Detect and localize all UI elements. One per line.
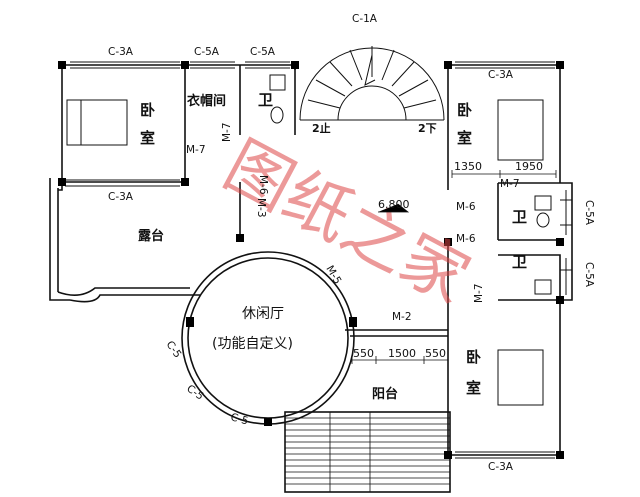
code-c3a-ne: C-3A [488, 69, 514, 81]
code-m6-vert: M-6 [257, 175, 269, 195]
code-m3: M-3 [255, 198, 267, 218]
code-m2: M-2 [392, 311, 412, 323]
bath-e2-label: 卫 [512, 253, 527, 271]
bedroom-nw-label-1: 卧 [140, 101, 155, 119]
spiral-stair [299, 46, 445, 121]
code-c5a-e2: C-5A [583, 262, 595, 288]
furniture [66, 74, 552, 406]
walls [49, 64, 573, 493]
windows [65, 61, 573, 459]
code-m6-e2: M-6 [456, 233, 476, 245]
code-m7-e: M-7 [500, 178, 520, 190]
cloakroom-label: 衣帽间 [187, 93, 226, 109]
dim-1500: 1500 [388, 347, 416, 360]
dim-1950: 1950 [515, 160, 543, 173]
dim-550a: 550 [353, 347, 374, 360]
code-c5-1: C-5 [164, 339, 184, 360]
watermark-text: 图纸之家 [212, 126, 481, 318]
stair-up-label: 2止 [312, 121, 331, 135]
bedroom-ne-label-1: 卧 [457, 101, 472, 119]
stair-down-label: 2下 [418, 122, 437, 135]
columns [58, 61, 564, 459]
balcony-label: 阳台 [372, 386, 398, 402]
lounge-note-label: (功能自定义) [212, 336, 293, 352]
code-m7-vert: M-7 [221, 122, 233, 142]
bath-e1-label: 卫 [512, 208, 527, 226]
code-c5a-2: C-5A [250, 46, 276, 58]
bedroom-se-label-1: 卧 [466, 348, 481, 366]
code-m7-e2: M-7 [473, 283, 485, 303]
code-c5a-e1: C-5A [583, 200, 595, 226]
lounge-label: 休闲厅 [242, 306, 284, 322]
level-6800: 6.800 [378, 198, 410, 211]
code-c3a-terrace: C-3A [108, 191, 134, 203]
stair-hatch [285, 412, 450, 492]
bath-n-label: 卫 [258, 91, 273, 109]
dimension-lines [351, 170, 557, 364]
code-c5-2: C-5 [184, 383, 205, 403]
watermark: 图纸之家 [212, 126, 481, 318]
code-c3a-nw: C-3A [108, 46, 134, 58]
code-c3a-s: C-3A [488, 461, 514, 473]
dim-1350: 1350 [454, 160, 482, 173]
code-c1a: C-1A [352, 13, 378, 25]
terrace-label: 露台 [138, 228, 164, 244]
code-m7-nw: M-7 [186, 144, 206, 156]
bedroom-nw-label-2: 室 [140, 129, 155, 147]
code-c5-3: C-5 [229, 411, 249, 427]
bedroom-se-label-2: 室 [466, 379, 481, 397]
dim-550b: 550 [425, 347, 446, 360]
code-m6-e1: M-6 [456, 201, 476, 213]
bedroom-ne-label-2: 室 [457, 129, 472, 147]
code-c5a-1: C-5A [194, 46, 220, 58]
